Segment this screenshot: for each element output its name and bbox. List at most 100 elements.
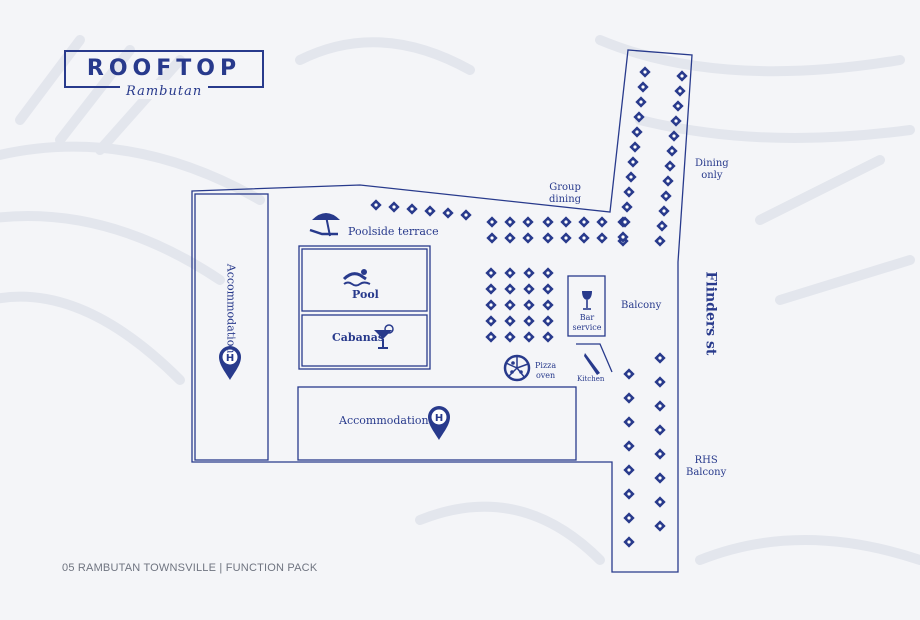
table-marker-center <box>527 319 531 323</box>
label-poolside-terrace: Poolside terrace <box>348 225 439 238</box>
table-marker-center <box>546 319 550 323</box>
label-pizza-oven-line1: Pizza <box>535 361 557 370</box>
accommodation-left-block <box>194 193 269 461</box>
table-marker-center <box>508 303 512 307</box>
table-marker-center <box>627 190 631 194</box>
label-balcony: Balcony <box>621 300 662 311</box>
table-marker-center <box>546 271 550 275</box>
logo-subtitle: Rambutan <box>126 84 203 99</box>
wine-glass-icon <box>582 291 592 310</box>
table-marker-center <box>446 211 450 215</box>
table-marker-center <box>600 236 604 240</box>
table-marker-center <box>658 356 662 360</box>
table-marker-center <box>672 134 676 138</box>
table-marker-center <box>464 213 468 217</box>
label-dining-only-line2: only <box>701 170 723 181</box>
accommodation-bottom-block <box>297 386 577 461</box>
table-marker-center <box>527 335 531 339</box>
hotel-marker-icon: H <box>219 346 241 380</box>
hotel-marker-letter-2: H <box>435 413 443 424</box>
label-bar-service-line2: service <box>572 322 602 332</box>
table-marker-center <box>625 205 629 209</box>
label-kitchen: Kitchen <box>577 375 605 383</box>
table-marker-center <box>546 287 550 291</box>
table-marker-center <box>666 179 670 183</box>
label-rhs-balcony-line1: RHS <box>694 455 718 466</box>
umbrella-icon <box>309 213 340 237</box>
bar-service-block <box>567 275 606 337</box>
label-pizza-oven-line2: oven <box>535 370 556 380</box>
table-marker-center <box>621 235 625 239</box>
table-marker-center <box>508 236 512 240</box>
outer-boundary <box>191 49 693 573</box>
table-marker-center <box>633 145 637 149</box>
table-marker-center <box>490 236 494 240</box>
table-marker-center <box>546 220 550 224</box>
table-marker-center <box>670 149 674 153</box>
table-marker-center <box>527 287 531 291</box>
label-pool: Pool <box>352 288 379 301</box>
table-marker-center <box>489 319 493 323</box>
pool-area-outer <box>298 245 431 370</box>
cocktail-icon <box>374 324 394 349</box>
table-marker-center <box>680 74 684 78</box>
table-marker-center <box>678 89 682 93</box>
table-marker-center <box>582 220 586 224</box>
pool-block <box>301 248 428 312</box>
footer-text: 05 RAMBUTAN TOWNSVILLE | FUNCTION PACK <box>62 562 318 574</box>
table-marker-center <box>658 380 662 384</box>
swimmer-icon <box>342 269 371 287</box>
table-marker-center <box>631 160 635 164</box>
table-marker-center <box>564 236 568 240</box>
table-marker-center <box>658 404 662 408</box>
table-marker-center <box>627 396 631 400</box>
table-marker-center <box>627 420 631 424</box>
table-marker-center <box>658 476 662 480</box>
table-marker-center <box>392 205 396 209</box>
table-marker-center <box>635 130 639 134</box>
table-marker-center <box>508 220 512 224</box>
label-accommodation-left: Accommodation <box>224 263 238 354</box>
table-marker-center <box>664 194 668 198</box>
table-marker-center <box>629 175 633 179</box>
table-marker-center <box>639 100 643 104</box>
table-marker-center <box>489 271 493 275</box>
table-marker-center <box>658 500 662 504</box>
logo-subtitle-wrap: Rambutan <box>120 80 209 99</box>
table-marker-center <box>489 287 493 291</box>
table-marker-center <box>674 119 678 123</box>
table-marker-center <box>627 372 631 376</box>
table-marker-center <box>627 540 631 544</box>
logo-title: ROOFTOP <box>86 56 242 81</box>
table-marker-center <box>637 115 641 119</box>
table-marker-center <box>658 452 662 456</box>
hotel-marker-icon-2: H <box>428 406 450 440</box>
table-marker-center <box>508 271 512 275</box>
table-marker-center <box>627 492 631 496</box>
label-dining-only-line1: Dining <box>695 158 729 169</box>
label-dining-only: Dining only <box>695 158 729 182</box>
table-marker-center <box>546 335 550 339</box>
table-marker-center <box>546 303 550 307</box>
table-marker-center <box>374 203 378 207</box>
label-cabanas: Cabanas <box>332 331 385 344</box>
table-marker-center <box>623 220 627 224</box>
table-marker-center <box>410 207 414 211</box>
label-bar-service-line1: Bar <box>579 313 595 322</box>
table-marker-center <box>582 236 586 240</box>
table-marker-center <box>662 209 666 213</box>
label-rhs-balcony: RHS Balcony <box>686 455 726 479</box>
table-marker-center <box>489 335 493 339</box>
table-marker-center <box>489 303 493 307</box>
table-marker-center <box>627 468 631 472</box>
label-street: Flinders st <box>702 271 719 356</box>
label-pizza-oven: Pizza oven <box>535 361 556 380</box>
table-marker-center <box>600 220 604 224</box>
table-marker-center <box>627 444 631 448</box>
knife-icon <box>584 353 600 375</box>
table-markers <box>370 66 688 548</box>
label-group-dining: Group dining <box>549 182 581 206</box>
table-marker-center <box>490 220 494 224</box>
